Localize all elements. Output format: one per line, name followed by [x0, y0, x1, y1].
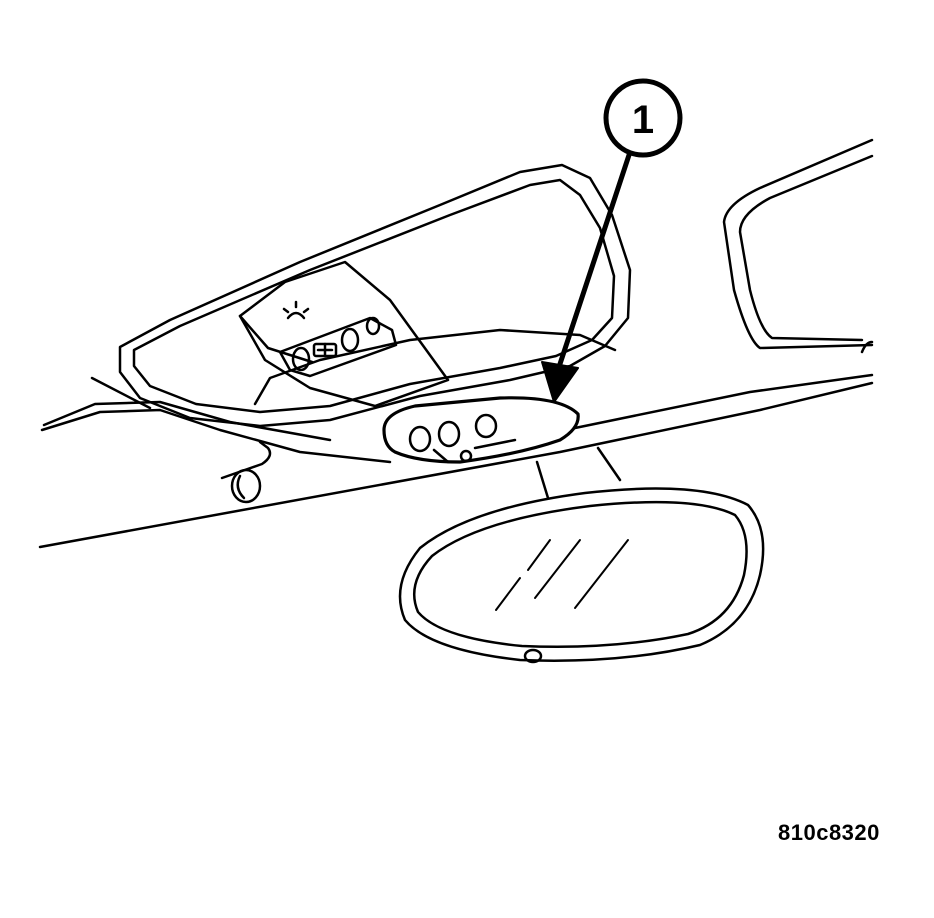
transmitter-switch-module: [382, 396, 580, 464]
callout-number: 1: [632, 98, 654, 142]
callout-leader-arrow: [541, 149, 633, 403]
mirror-mount: [535, 446, 622, 500]
rear-view-mirror: [398, 487, 765, 664]
callout-badge: 1: [603, 78, 683, 158]
figure-code: 810c8320: [778, 820, 880, 845]
switch-bank: [278, 316, 398, 378]
dome-lamp-symbol-icon: [282, 300, 310, 320]
sun-visor-clip-left: [220, 440, 272, 504]
overhead-console-housing: [118, 163, 632, 428]
mirror-glare-lines: [495, 539, 629, 611]
windshield-header-trim: [38, 373, 874, 549]
dome-lamp: [238, 260, 450, 408]
sun-visor-right: [722, 138, 874, 354]
